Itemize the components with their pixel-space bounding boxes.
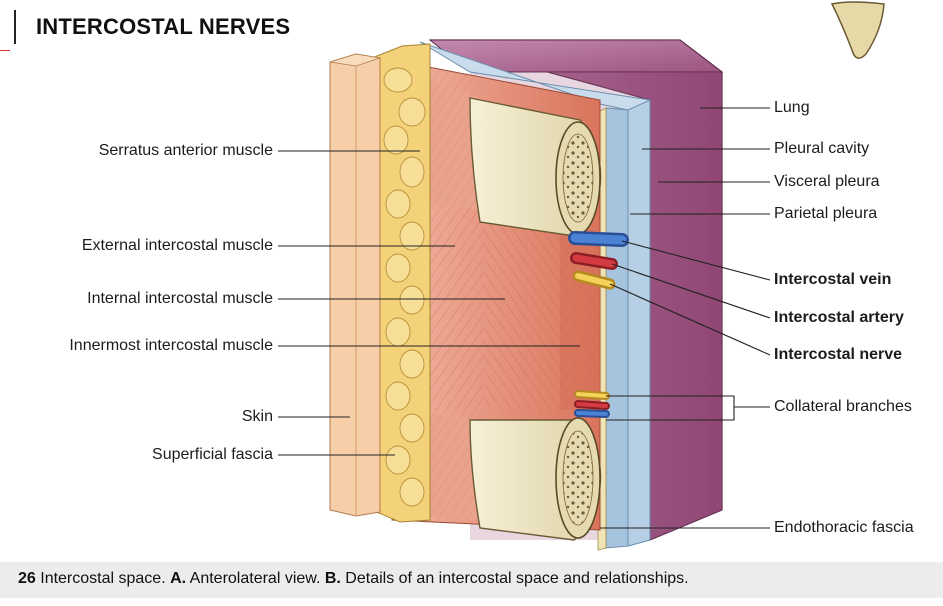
intercostal-space-illustration (278, 1, 885, 551)
figure-caption: 26 Intercostal space. A. Anterolateral v… (18, 570, 689, 588)
title-accent-bar (14, 10, 16, 44)
caption-text-3: Details of an intercostal space and rela… (340, 570, 689, 587)
caption-part-a: A. (170, 570, 187, 587)
label-innermost-intercostal: Innermost intercostal muscle (69, 337, 273, 354)
label-skin: Skin (241, 408, 273, 425)
label-serratus-anterior: Serratus anterior muscle (98, 142, 273, 159)
title-rule (0, 50, 10, 51)
label-visceral-pleura: Visceral pleura (774, 173, 880, 190)
caption-number: 26 (18, 570, 36, 587)
caption-text-1: Intercostal space. (35, 570, 171, 587)
label-internal-intercostal: Internal intercostal muscle (87, 290, 273, 307)
label-intercostal-vein: Intercostal vein (774, 271, 892, 288)
label-collateral-branches: Collateral branches (774, 398, 912, 415)
slide-title: INTERCOSTAL NERVES (36, 14, 291, 39)
label-pleural-cavity: Pleural cavity (774, 140, 870, 157)
caption-part-b: B. (324, 570, 341, 587)
label-intercostal-nerve: Intercostal nerve (774, 346, 903, 363)
label-lung: Lung (774, 99, 810, 116)
label-superficial-fascia: Superficial fascia (152, 446, 273, 463)
label-endothoracic-fascia: Endothoracic fascia (774, 519, 914, 536)
caption-background (0, 562, 943, 598)
label-intercostal-artery: Intercostal artery (774, 309, 904, 326)
caption-text-2: Anterolateral view. (186, 570, 325, 587)
label-external-intercostal: External intercostal muscle (81, 237, 273, 254)
neurovascular-bundle (568, 231, 629, 418)
label-parietal-pleura: Parietal pleura (774, 205, 878, 222)
